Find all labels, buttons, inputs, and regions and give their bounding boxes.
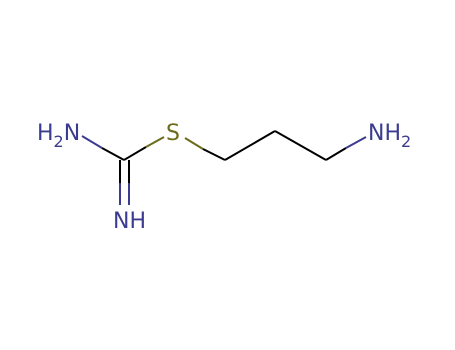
amine-right-nh: NH [368, 121, 401, 146]
atom-amine-right: NH2 [368, 121, 411, 151]
amine-left-n: N [64, 121, 80, 146]
atom-amine-left: H2N [37, 121, 80, 151]
atom-sulfur: S [166, 121, 180, 146]
atom-imine: NH [113, 209, 146, 234]
bond-chain-amine [325, 136, 367, 161]
bond-sulfur-chain [184, 137, 226, 161]
bond-carbon-sulfur [123, 136, 165, 161]
bond-chain-2 [274, 130, 327, 161]
amine-left-subscript: 2 [54, 132, 64, 151]
amine-left-h: H [37, 121, 54, 146]
bond-carbon-imine-double [119, 160, 130, 205]
bond-amine-carbon [81, 135, 125, 161]
bond-chain-1 [224, 130, 276, 161]
amine-right-subscript: 2 [401, 132, 411, 151]
